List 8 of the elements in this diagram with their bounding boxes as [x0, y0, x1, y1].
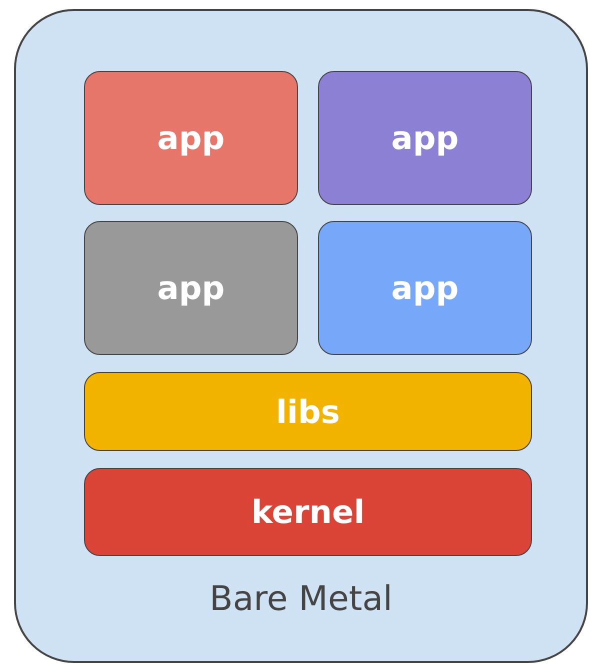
app-box: app: [84, 221, 298, 355]
outer-container: [14, 9, 588, 663]
layer-bar: kernel: [84, 468, 532, 556]
layer-bar: libs: [84, 372, 532, 451]
app-box: app: [318, 221, 532, 355]
container-label: Bare Metal: [208, 579, 394, 619]
app-box: app: [84, 71, 298, 205]
app-box: app: [318, 71, 532, 205]
